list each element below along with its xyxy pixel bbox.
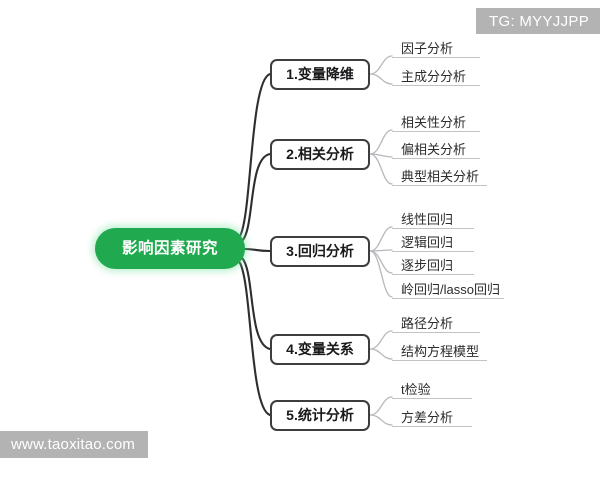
leaf-node-3-2-label: 逻辑回归 (401, 235, 454, 251)
root-node-label: 影响因素研究 (121, 239, 218, 257)
watermark-bottom-left: www.taoxitao.com (0, 431, 149, 458)
leaf-node-3-1[interactable]: 线性回归 (392, 207, 474, 229)
branch-node-5[interactable]: 5.统计分析 (270, 399, 370, 431)
leaf-node-5-2-label: 方差分析 (401, 410, 454, 426)
watermark-top-right: TG: MYYJJPP (476, 8, 600, 34)
edge-root-branch-2 (240, 152, 272, 243)
watermark-top-right-text: TG: MYYJJPP (489, 12, 589, 30)
leaf-node-3-3-label: 逐步回归 (401, 258, 454, 274)
leaf-node-3-3[interactable]: 逐步回归 (392, 253, 474, 275)
leaf-node-5-1[interactable]: t检验 (392, 377, 472, 399)
branch-node-5-label: 5.统计分析 (286, 407, 354, 423)
edge-branch-5-leaf-1 (369, 396, 393, 416)
leaf-node-4-2-label: 结构方程模型 (401, 344, 480, 360)
leaf-node-3-2[interactable]: 逻辑回归 (392, 230, 474, 252)
edge-root-branch-5 (238, 261, 272, 417)
leaf-node-5-1-label: t检验 (401, 382, 431, 398)
edge-branch-2-leaf-3 (369, 153, 393, 185)
edge-branch-1-leaf-2 (369, 73, 393, 85)
leaf-node-2-3-label: 典型相关分析 (401, 169, 480, 185)
edge-root-branch-3 (243, 247, 272, 253)
leaf-node-1-2[interactable]: 主成分分析 (392, 64, 480, 86)
branch-node-4[interactable]: 4.变量关系 (270, 333, 370, 365)
root-node[interactable]: 影响因素研究 (95, 228, 245, 269)
branch-node-1[interactable]: 1.变量降维 (270, 58, 370, 90)
leaf-node-2-2[interactable]: 偏相关分析 (392, 137, 480, 159)
watermark-bottom-left-text: www.taoxitao.com (11, 436, 136, 453)
leaf-node-2-2-label: 偏相关分析 (401, 142, 467, 158)
branch-node-2-label: 2.相关分析 (286, 146, 354, 162)
leaf-node-5-2[interactable]: 方差分析 (392, 405, 472, 427)
leaf-node-1-2-label: 主成分分析 (401, 69, 467, 85)
leaf-node-3-1-label: 线性回归 (401, 212, 454, 228)
leaf-node-2-3[interactable]: 典型相关分析 (392, 164, 487, 186)
leaf-node-3-4-label: 岭回归/lasso回归 (401, 282, 500, 298)
leaf-node-4-2[interactable]: 结构方程模型 (392, 339, 487, 361)
leaf-node-2-1[interactable]: 相关性分析 (392, 110, 480, 132)
leaf-node-2-1-label: 相关性分析 (401, 115, 467, 131)
edge-branch-2-leaf-2 (369, 153, 393, 158)
edge-branch-3-leaf-2 (369, 249, 393, 252)
edge-root-branch-4 (240, 256, 272, 351)
edge-branch-5-leaf-2 (369, 414, 393, 426)
leaf-node-1-1-label: 因子分析 (401, 41, 454, 57)
leaf-node-1-1[interactable]: 因子分析 (392, 36, 480, 58)
edge-branch-4-leaf-2 (369, 348, 393, 360)
edge-root-branch-1 (238, 72, 272, 238)
branch-node-2[interactable]: 2.相关分析 (270, 138, 370, 170)
leaf-node-4-1-label: 路径分析 (401, 316, 454, 332)
edge-branch-1-leaf-1 (369, 55, 393, 75)
branch-node-3-label: 3.回归分析 (286, 243, 354, 259)
branch-node-3[interactable]: 3.回归分析 (270, 235, 370, 267)
leaf-node-3-4[interactable]: 岭回归/lasso回归 (392, 277, 504, 299)
edge-branch-3-leaf-3 (369, 250, 393, 274)
edge-branch-3-leaf-4 (369, 250, 393, 298)
edge-branch-3-leaf-1 (369, 226, 393, 252)
leaf-node-4-1[interactable]: 路径分析 (392, 311, 480, 333)
edge-branch-2-leaf-1 (369, 129, 393, 155)
edge-branch-4-leaf-1 (369, 330, 393, 350)
branch-node-4-label: 4.变量关系 (286, 341, 354, 357)
branch-node-1-label: 1.变量降维 (286, 66, 354, 82)
